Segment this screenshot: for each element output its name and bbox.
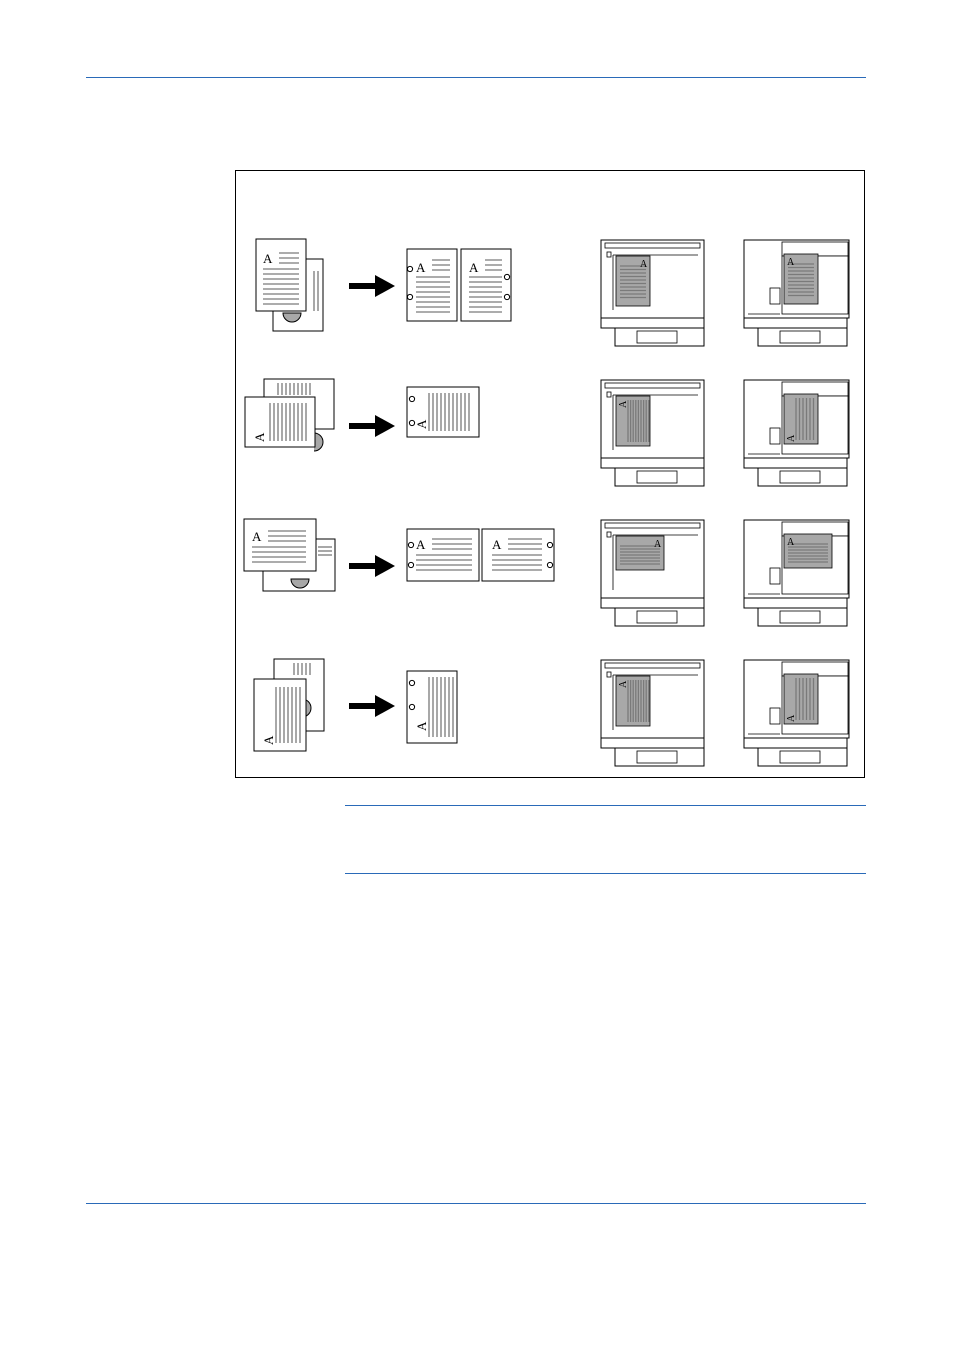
row-portrait-rotated-originals-to-one-portrait-copy: AA <box>253 658 458 752</box>
page-sheet <box>406 386 480 438</box>
page-sheet <box>255 238 307 312</box>
page-glyph-a: A <box>787 537 795 548</box>
page-glyph-a: A <box>252 432 267 442</box>
punch-hole-icon <box>546 541 554 549</box>
platen-placement-icon: A <box>600 239 705 347</box>
punch-hole-icon <box>407 561 415 569</box>
platen-placement-icon: A <box>600 659 705 767</box>
page-glyph-a: A <box>618 400 629 408</box>
placed-original: A <box>783 253 819 305</box>
arrow-right-icon <box>349 555 395 577</box>
page-sheet <box>243 518 317 572</box>
page-sheet <box>406 248 458 322</box>
page-glyph-a: A <box>786 714 797 722</box>
document-processor-placement-icon: A <box>743 659 850 767</box>
punch-hole-icon <box>406 265 414 273</box>
punch-hole-icon <box>408 395 416 403</box>
page-sheet <box>460 248 512 322</box>
page-glyph-a: A <box>469 260 479 275</box>
placed-original: A <box>615 675 651 727</box>
placed-original: A <box>615 395 651 447</box>
page-glyph-a: A <box>261 735 276 745</box>
page-sheet <box>244 396 316 448</box>
arrow-right-icon <box>349 275 395 297</box>
placed-original: A <box>615 535 665 571</box>
punch-hole-icon <box>407 541 415 549</box>
punch-hole-icon <box>406 293 414 301</box>
note-rule-bottom <box>345 873 866 874</box>
footer-rule <box>86 1203 866 1204</box>
punch-hole-icon <box>546 561 554 569</box>
note-rule-top <box>345 805 866 806</box>
page-glyph-a: A <box>414 419 429 429</box>
punch-hole-icon <box>503 273 511 281</box>
document-processor-placement-icon: A <box>743 379 850 487</box>
page-glyph-a: A <box>416 260 426 275</box>
document-processor-placement-icon: A <box>743 239 850 347</box>
page-glyph-a: A <box>263 251 273 266</box>
page-glyph-a: A <box>654 539 662 550</box>
punch-hole-icon <box>503 293 511 301</box>
document-processor-placement-icon: A <box>743 519 850 627</box>
punch-hole-icon <box>408 703 416 711</box>
placed-original: A <box>783 393 819 445</box>
page-glyph-a: A <box>492 537 502 552</box>
placed-original: A <box>615 255 651 307</box>
page-glyph-a: A <box>618 680 629 688</box>
header-rule <box>86 77 866 78</box>
page-glyph-a: A <box>416 537 426 552</box>
page-glyph-a: A <box>414 721 429 731</box>
punch-hole-icon <box>408 419 416 427</box>
page-glyph-a: A <box>787 257 795 268</box>
placed-original: A <box>783 533 833 569</box>
row-landscape-originals-to-one-portrait-copy: AA <box>244 378 480 452</box>
platen-placement-icon: A <box>600 519 705 627</box>
arrow-right-icon <box>349 695 395 717</box>
page-glyph-a: A <box>640 259 648 270</box>
arrow-right-icon <box>349 415 395 437</box>
page-glyph-a: A <box>252 529 262 544</box>
placed-original: A <box>783 673 819 725</box>
platen-placement-icon: A <box>600 379 705 487</box>
punch-hole-icon <box>408 679 416 687</box>
page-glyph-a: A <box>786 434 797 442</box>
